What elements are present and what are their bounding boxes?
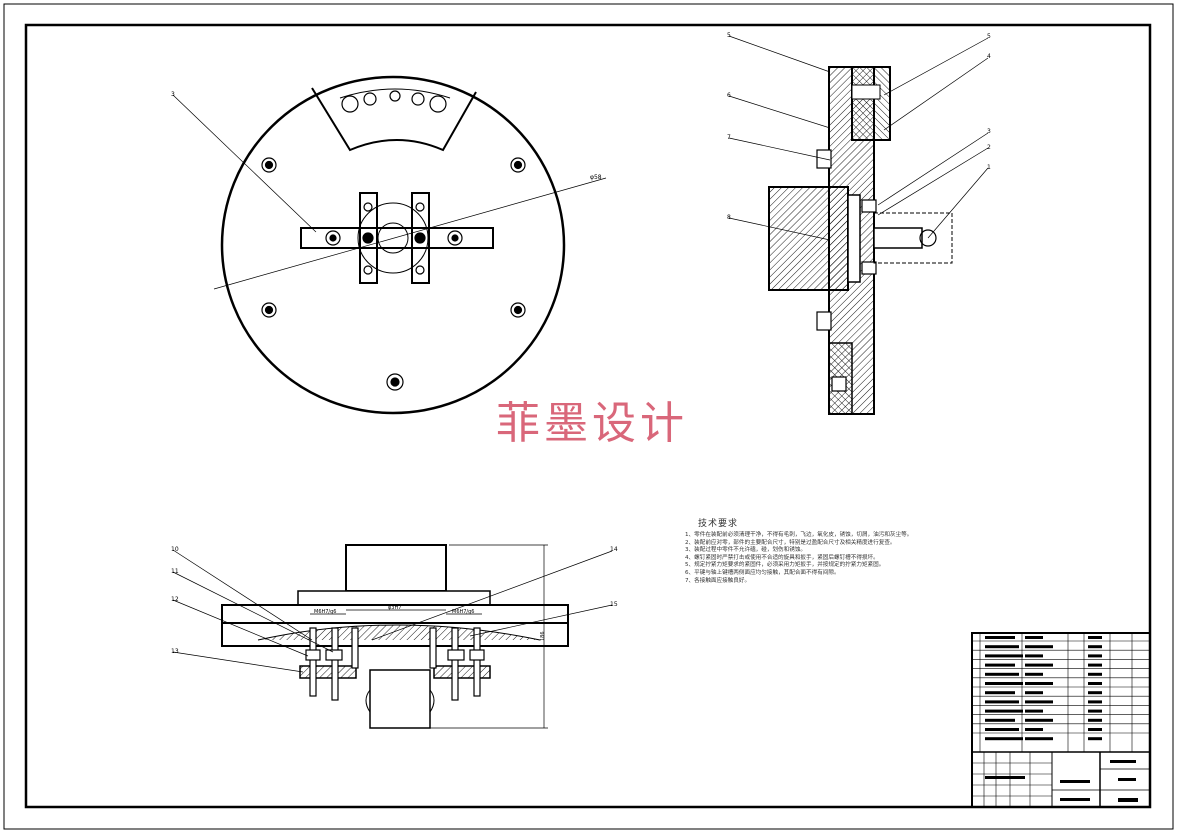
side-leader-label-9: 1	[987, 164, 991, 171]
title-block-text-mark	[985, 718, 1015, 722]
outer-border	[3, 3, 1174, 830]
bottom-leader-label-1: 10	[171, 546, 179, 553]
title-block-text-mark	[1088, 636, 1102, 639]
watermark-text: 菲墨设计	[496, 398, 688, 449]
title-block-text-mark	[1088, 654, 1102, 658]
side-leader-label-8: 2	[987, 144, 991, 151]
bottom-leader-label-3: 12	[171, 596, 179, 603]
title-block-text-mark	[1025, 682, 1053, 685]
title-block-text-mark	[1088, 728, 1102, 731]
side-leader-label-4: 6	[727, 92, 731, 99]
side-leader-label-5: 7	[727, 134, 731, 141]
title-block-text-mark	[1088, 709, 1102, 713]
title-block-text-mark	[1025, 672, 1043, 676]
title-block-text-mark	[1060, 780, 1090, 783]
bottom-view	[172, 544, 613, 729]
bottom-dimension-4: 186	[540, 631, 546, 641]
front-view	[172, 75, 607, 415]
front-leader-label-2: φ58	[590, 174, 602, 181]
top-slot-holes	[341, 90, 447, 113]
inner-frame	[24, 23, 1152, 809]
title-block-text-mark	[1088, 682, 1102, 685]
title-block-text-mark	[985, 645, 1019, 649]
technical-requirement-item: 6、平键与轴上键槽两侧面应均匀接触，其配合面不得有间隙。	[685, 569, 840, 576]
side-leader-label-1: 5	[727, 32, 731, 39]
side-leader-label-2: 5	[987, 33, 991, 40]
technical-requirement-item: 2、装配前应对零，部件的主要配合尺寸，特别是过盈配合尺寸及相关精度进行复查。	[685, 539, 896, 546]
side-view	[728, 35, 989, 415]
title-block-text-mark	[1025, 636, 1043, 639]
title-block-text-mark	[985, 700, 1019, 704]
bottom-leader-label-6: 15	[610, 601, 618, 608]
title-block-text-mark	[985, 682, 1023, 685]
title-block-text-mark	[1025, 645, 1053, 649]
technical-requirements-title: 技术要求	[698, 519, 739, 529]
side-leader-label-3: 4	[987, 53, 991, 60]
title-block-text-mark	[1088, 700, 1102, 704]
title-block-text-mark	[1025, 663, 1053, 667]
technical-requirement-item: 7、各接触面应接触良好。	[685, 577, 751, 584]
technical-requirement-item: 1、零件在装配前必须清理干净，不得有毛刺，飞边，氧化皮，锈蚀，切屑，油污和灰尘等…	[685, 532, 913, 538]
title-block-text-mark	[985, 691, 1015, 695]
title-block-text-mark	[1025, 709, 1043, 713]
title-block-text-mark	[1025, 700, 1053, 704]
bolt-holes	[261, 157, 526, 391]
bottom-dimension-2: φ3H7	[388, 605, 401, 611]
title-block-text-mark	[1025, 691, 1043, 695]
title-block-text-mark	[985, 737, 1023, 741]
title-block-text-mark	[1025, 654, 1043, 658]
bottom-dimension-1: M6H7/g6	[314, 609, 336, 615]
title-block-text-mark	[1088, 645, 1102, 649]
title-block	[971, 632, 1151, 808]
bottom-leader-label-2: 11	[171, 568, 179, 575]
bottom-dimension-3: M6H7/g6	[452, 609, 474, 615]
title-block-text-mark	[1025, 737, 1053, 741]
title-block-text-mark	[1088, 672, 1102, 676]
title-block-text-mark	[1088, 663, 1102, 667]
title-block-text-mark	[985, 672, 1019, 676]
bottom-leader-label-5: 14	[610, 546, 618, 553]
title-block-text-mark	[1088, 718, 1102, 722]
technical-requirement-item: 3、装配过程中零件不允许磕，碰，划伤和锈蚀。	[685, 547, 807, 554]
title-block-text-mark	[985, 728, 1019, 731]
technical-requirement-item: 4、螺钉紧固时严禁打击或使用不合适的旋具和扳手，紧固后螺钉槽不得损坏。	[685, 554, 879, 561]
title-block-text-mark	[1060, 798, 1090, 801]
title-block-text-mark	[1110, 760, 1136, 763]
title-block-text-mark	[985, 654, 1023, 658]
title-block-text-mark	[985, 776, 1025, 779]
bottom-leader-label-4: 13	[171, 648, 179, 655]
technical-requirements: 技术要求 1、零件在装配前必须清理干净，不得有毛刺，飞边，氧化皮，锈蚀，切屑，油…	[685, 516, 985, 585]
title-block-text-mark	[1025, 718, 1053, 722]
title-block-text-mark	[985, 663, 1015, 667]
title-block-text-mark	[1025, 728, 1043, 731]
front-leader-label-1: 3	[171, 91, 175, 98]
title-block-text-mark	[1088, 691, 1102, 695]
technical-requirement-item: 5、规定拧紧力矩要求的紧固件，必须采用力矩扳手，并按规定的拧紧力矩紧固。	[685, 562, 885, 569]
side-leader-label-6: 8	[727, 214, 731, 221]
title-block-text-mark	[985, 636, 1015, 639]
title-block-text-mark	[1118, 778, 1136, 781]
title-block-text-mark	[1118, 798, 1138, 802]
title-block-text-mark	[985, 709, 1023, 713]
side-leader-label-7: 3	[987, 128, 991, 135]
title-block-text-mark	[1088, 737, 1102, 741]
